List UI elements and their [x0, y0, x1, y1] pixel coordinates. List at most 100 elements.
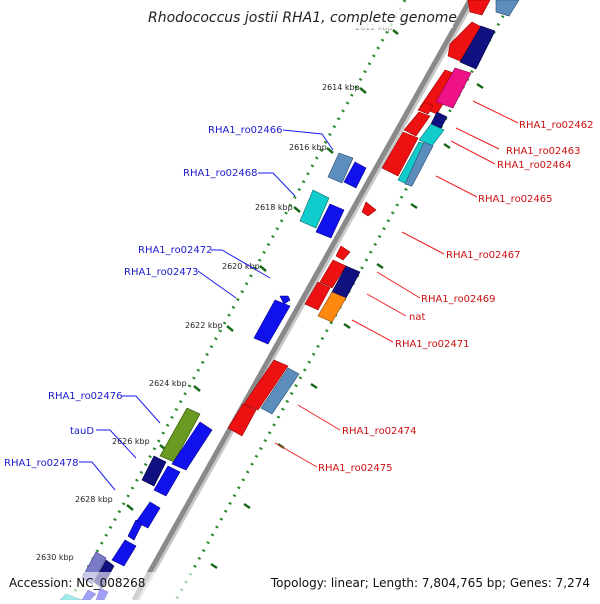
leader-ro02478 [79, 461, 116, 491]
gene-red-ro02474[interactable] [243, 359, 289, 411]
leader-ro02465 [435, 175, 478, 198]
gene-red-ro02465[interactable] [381, 131, 419, 177]
leader-ro02463 [455, 127, 500, 150]
tick-mark-right-4 [376, 262, 384, 270]
tick-mark-2616 [326, 147, 334, 154]
label-ro02478[interactable]: RHA1_ro02478 [4, 458, 79, 469]
label-ro02463[interactable]: RHA1_ro02463 [506, 146, 581, 157]
gene-red-ro02475[interactable] [227, 403, 257, 437]
tick-mark-2618 [293, 206, 301, 213]
gene-labels-left: RHA1_ro02466 RHA1_ro02468 RHA1_ro02472 R… [4, 125, 283, 469]
label-ro02472[interactable]: RHA1_ro02472 [138, 245, 213, 256]
leader-ro02466 [282, 129, 334, 151]
gene-blue-lower-1[interactable] [127, 519, 143, 541]
genome-backbone [131, 0, 476, 602]
gene-steelblue-ro02465[interactable] [404, 141, 434, 187]
leader-ro02468 [258, 172, 296, 197]
tick-label-2624: 2624 kbp [149, 379, 187, 388]
title-backdrop [145, 6, 453, 28]
label-ro02476[interactable]: RHA1_ro02476 [48, 391, 123, 402]
label-ro02466[interactable]: RHA1_ro02466 [208, 125, 283, 136]
label-ro02474[interactable]: RHA1_ro02474 [342, 426, 417, 437]
tick-mark-2624 [193, 385, 201, 392]
gene-blue-ro02476[interactable] [171, 421, 213, 471]
tick-label-2614: 2614 kbp [322, 83, 360, 92]
tick-mark-2622 [226, 325, 234, 332]
gene-steelblue-ro02466[interactable] [327, 152, 354, 184]
gene-red-small-2[interactable] [335, 245, 351, 261]
tick-mark-2620 [259, 265, 267, 272]
label-ro02473[interactable]: RHA1_ro02473 [124, 267, 199, 278]
leader-ro02467 [401, 231, 445, 255]
gene-red-top-1[interactable] [467, 0, 491, 16]
summary-text: Topology: linear; Length: 7,804,765 bp; … [270, 576, 590, 590]
leader-ro02471 [351, 319, 394, 343]
tick-label-2630: 2630 kbp [36, 553, 74, 562]
gene-red-nat[interactable] [304, 281, 331, 311]
gene-navy-taud[interactable] [141, 455, 167, 487]
label-taud[interactable]: tauD [70, 426, 94, 437]
leader-ro02472 [211, 249, 271, 279]
leader-nat [366, 293, 407, 317]
tick-mark-2614 [359, 87, 367, 94]
gene-red-ro02463[interactable] [403, 111, 431, 137]
gene-blue-ro02472[interactable] [279, 295, 291, 305]
gene-cyan-ro02468[interactable] [299, 189, 330, 229]
label-ro02462[interactable]: RHA1_ro02462 [519, 120, 594, 131]
gene-blue-ro02473[interactable] [253, 299, 291, 345]
label-ro02465[interactable]: RHA1_ro02465 [478, 194, 553, 205]
label-ro02464[interactable]: RHA1_ro02464 [497, 160, 572, 171]
gene-navy-ro02463[interactable] [430, 111, 448, 129]
gene-blue-ro02468[interactable] [315, 203, 345, 239]
leader-ro02474 [297, 404, 341, 431]
footer-backdrop [0, 572, 600, 600]
label-ro02471[interactable]: RHA1_ro02471 [395, 339, 470, 350]
tick-mark-right-9 [210, 562, 218, 570]
tick-label-2618: 2618 kbp [255, 203, 293, 212]
leader-ro02476 [121, 395, 161, 424]
leader-ro02462 [472, 100, 519, 124]
tick-label-2620: 2620 kbp [222, 262, 260, 271]
label-ro02469[interactable]: RHA1_ro02469 [421, 294, 496, 305]
tick-label-2616: 2616 kbp [289, 143, 327, 152]
tick-label-2626: 2626 kbp [112, 437, 150, 446]
backbone-line [131, 0, 473, 602]
gene-blue-lower-2[interactable] [111, 539, 137, 567]
tick-label-2628: 2628 kbp [75, 495, 113, 504]
gene-navy-top[interactable] [459, 25, 496, 70]
scale-dots-left [68, 0, 407, 601]
map-title: Rhodococcus jostii RHA1, complete genome [148, 10, 457, 26]
gene-red-ro02467[interactable] [361, 201, 377, 217]
leader-ro02469 [376, 271, 421, 299]
gene-red-small-1[interactable] [417, 101, 434, 115]
tick-mark-2628 [126, 504, 134, 511]
label-ro02475[interactable]: RHA1_ro02475 [318, 463, 393, 474]
leader-lines [79, 100, 519, 491]
leader-ro02464 [450, 140, 496, 165]
gene-blue-ro02478[interactable] [135, 501, 161, 529]
label-ro02467[interactable]: RHA1_ro02467 [446, 250, 521, 261]
tick-mark-right-8 [243, 502, 251, 510]
accession-text: Accession: NC_008268 [9, 576, 145, 590]
tick-mark-right-6 [310, 382, 318, 390]
label-nat[interactable]: nat [409, 312, 425, 323]
tick-mark-right-2 [443, 142, 451, 150]
leader-ro02475 [274, 442, 318, 468]
label-ro02468[interactable]: RHA1_ro02468 [183, 168, 258, 179]
tick-mark-right-1 [476, 82, 484, 90]
gene-labels-right: RHA1_ro02462 RHA1_ro02463 RHA1_ro02464 R… [318, 120, 594, 474]
gene-red-ro02469-a[interactable] [319, 259, 347, 289]
leader-ro02473 [197, 270, 237, 299]
gene-steelblue-top[interactable] [495, 0, 520, 17]
gene-orange-ro02471[interactable] [317, 291, 347, 323]
gene-magenta-ro02462[interactable] [435, 67, 472, 109]
leader-taud [96, 429, 137, 459]
tick-mark-right-3 [410, 202, 418, 210]
gene-steelblue-ro02474[interactable] [260, 367, 300, 415]
gene-blue-ro02466[interactable] [343, 161, 367, 189]
tick-mark-2612 [392, 29, 399, 35]
gene-blue-taud[interactable] [153, 465, 181, 497]
tick-label-2622: 2622 kbp [185, 321, 223, 330]
